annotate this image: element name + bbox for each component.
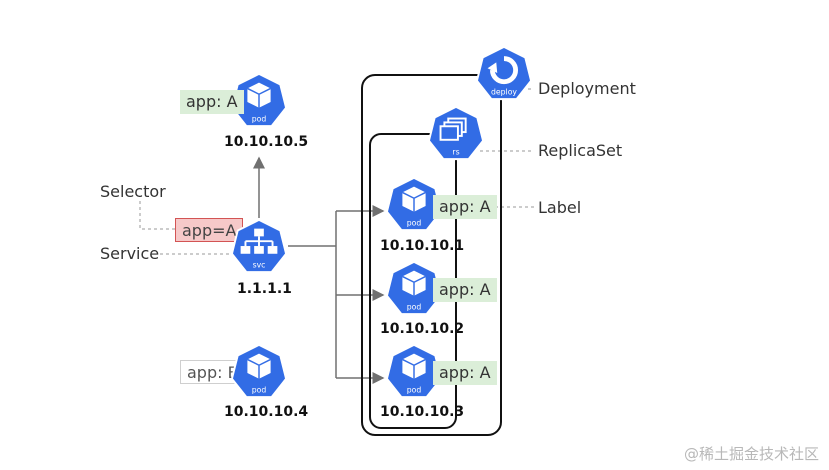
replicaset-icon: rs — [427, 105, 485, 163]
pod3-ip: 10.10.10.3 — [380, 404, 465, 420]
pod-top-ip: 10.10.10.5 — [224, 134, 309, 150]
service-selector-tag: app=A — [175, 218, 244, 242]
pod-top-label-tag: app: A — [180, 90, 244, 114]
label-caption: Label — [538, 198, 582, 217]
pod2-icon: pod — [385, 260, 443, 318]
svc-icon: svc — [230, 218, 288, 276]
pod-b-icon: pod — [230, 343, 288, 401]
pod-b-ip: 10.10.10.4 — [224, 404, 309, 420]
pod1-ip: 10.10.10.1 — [380, 238, 465, 254]
pod1-icon-label: pod — [407, 218, 422, 227]
pod2-icon-label: pod — [407, 302, 422, 311]
pod3-icon-label: pod — [407, 385, 422, 394]
pod-top-icon: pod — [230, 72, 288, 130]
watermark: @稀土掘金技术社区 — [683, 445, 819, 463]
pod-b-icon-label: pod — [252, 385, 267, 394]
selector-caption: Selector — [100, 182, 166, 201]
leader-selector — [139, 201, 175, 230]
pod1-icon: pod — [385, 176, 443, 234]
pod3-icon: pod — [385, 343, 443, 401]
pod3-label-tag: app: A — [433, 361, 497, 385]
service-caption: Service — [100, 244, 160, 263]
deploy-icon: deploy — [475, 45, 533, 103]
replicaset-caption: ReplicaSet — [538, 141, 623, 160]
pod2-ip: 10.10.10.2 — [380, 321, 465, 337]
deployment-caption: Deployment — [538, 79, 636, 98]
pod2-label-tag: app: A — [433, 278, 497, 302]
rs-icon-label: rs — [452, 147, 459, 156]
service-ip: 1.1.1.1 — [237, 281, 292, 297]
pod-top-icon-label: pod — [252, 114, 267, 123]
pod1-label-tag: app: A — [433, 195, 497, 219]
deployment-box — [361, 74, 502, 436]
svc-icon-label: svc — [253, 260, 266, 269]
deploy-icon-label: deploy — [491, 87, 517, 96]
